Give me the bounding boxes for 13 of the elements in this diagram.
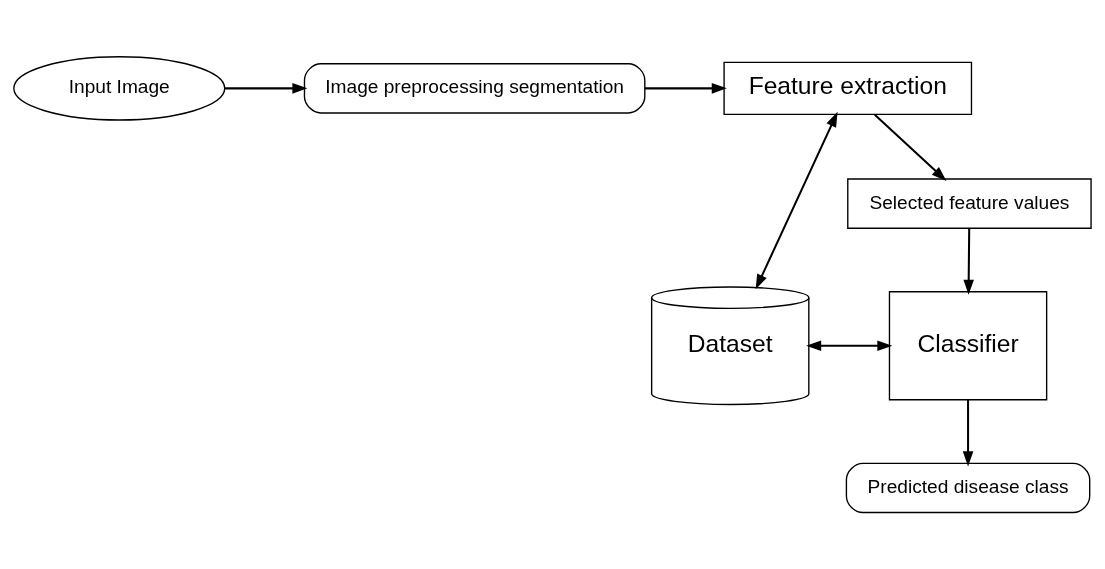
node-box: Image preprocessing segmentation [303,63,646,114]
node-box: Selected feature values [847,178,1092,229]
node-box: Predicted disease class [845,462,1091,514]
arrow [963,228,974,295]
arrow [644,83,727,94]
node-ellipse: Input Image [13,56,226,121]
arrow [962,399,974,467]
arrow [874,113,947,181]
arrow [806,340,893,352]
node-box: Feature extraction [723,61,973,116]
arrow [224,83,308,94]
arrow [755,111,838,290]
node-box: Classifier [888,291,1048,401]
